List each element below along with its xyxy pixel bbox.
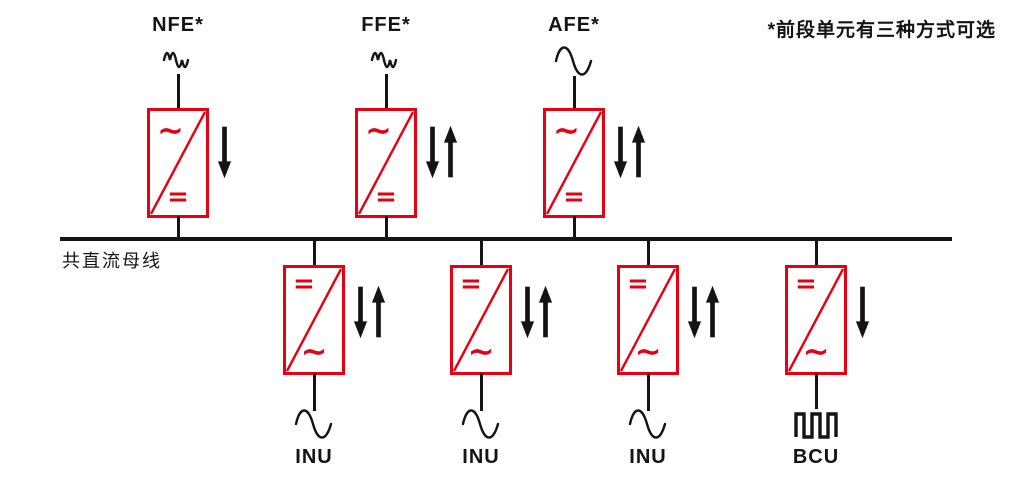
inu1-sine-wave-icon [294, 409, 333, 439]
nfe-label: NFE* [152, 14, 204, 36]
inu1-power-flow [353, 284, 386, 340]
diagonal-line [358, 111, 414, 215]
afe-source-wire [573, 76, 576, 108]
ffe-source-wire [385, 74, 388, 108]
up-arrow-icon [631, 125, 646, 178]
ac-symbol: ∼ [365, 111, 392, 149]
down-arrow-icon [353, 286, 368, 339]
inu3-sine-wave-icon [628, 409, 667, 439]
dc-symbol: = [627, 269, 649, 299]
afe-sine-wave-icon [554, 46, 593, 76]
inu3-converter-box: = ∼ [617, 265, 679, 375]
nfe-converter-box: ∼ = [147, 108, 209, 218]
ac-symbol: ∼ [802, 332, 830, 370]
ffe-power-flow [425, 124, 458, 180]
diagonal-line [620, 268, 676, 372]
ac-symbol: ∼ [553, 111, 580, 149]
up-arrow-icon [705, 285, 720, 338]
diagonal-line [453, 268, 509, 372]
dc-symbol: = [795, 269, 817, 299]
ac-symbol: ∼ [634, 332, 662, 370]
nfe-source-wire [177, 74, 180, 108]
inu1-bus-wire [313, 240, 316, 265]
ac-symbol: ∼ [157, 111, 184, 149]
diagonal-line [546, 111, 602, 215]
bcu-bus-wire [815, 240, 818, 265]
footnote-text: *前段单元有三种方式可选 [767, 20, 996, 41]
ffe-distorted-wave-icon [370, 51, 398, 69]
bcu-power-flow [855, 284, 870, 340]
up-arrow-icon [538, 285, 553, 338]
ffe-label: FFE* [361, 14, 411, 36]
inu2-label: INU [462, 446, 500, 468]
afe-converter-box: ∼ = [543, 108, 605, 218]
bcu-converter-box: = ∼ [785, 265, 847, 375]
inu3-bus-wire [647, 240, 650, 265]
inu2-bus-wire [480, 240, 483, 265]
up-arrow-icon [371, 285, 386, 338]
dc-bus-label: 共直流母线 [62, 251, 162, 271]
diagonal-line [150, 111, 206, 215]
inu3-load-wire [647, 373, 650, 411]
nfe-bus-wire [177, 216, 180, 240]
dc-symbol: = [460, 269, 482, 299]
nfe-distorted-wave-icon [162, 51, 190, 69]
inu1-label: INU [295, 446, 333, 468]
ac-symbol: ∼ [300, 332, 328, 370]
inu2-sine-wave-icon [461, 409, 500, 439]
afe-bus-wire [573, 216, 576, 240]
ffe-bus-wire [385, 216, 388, 240]
down-arrow-icon [520, 286, 535, 339]
bcu-load-wire [815, 373, 818, 409]
diagonal-line [286, 268, 342, 372]
down-arrow-icon [613, 126, 628, 179]
ffe-converter-box: ∼ = [355, 108, 417, 218]
down-arrow-icon [855, 286, 870, 339]
dc-symbol: = [563, 182, 585, 212]
bcu-square-wave-icon [794, 412, 838, 439]
inu2-power-flow [520, 284, 553, 340]
nfe-power-flow [217, 124, 232, 180]
afe-power-flow [613, 124, 646, 180]
inu3-label: INU [629, 446, 667, 468]
up-arrow-icon [443, 125, 458, 178]
inu3-power-flow [687, 284, 720, 340]
down-arrow-icon [425, 126, 440, 179]
dc-symbol: = [375, 182, 397, 212]
bcu-label: BCU [792, 446, 840, 468]
ac-symbol: ∼ [467, 332, 495, 370]
diagonal-line [788, 268, 844, 372]
down-arrow-icon [217, 126, 232, 179]
inu1-converter-box: = ∼ [283, 265, 345, 375]
inu2-load-wire [480, 373, 483, 411]
inu1-load-wire [313, 373, 316, 411]
inu2-converter-box: = ∼ [450, 265, 512, 375]
afe-label: AFE* [548, 14, 600, 36]
dc-symbol: = [293, 269, 315, 299]
dc-bus-line [60, 237, 952, 241]
down-arrow-icon [687, 286, 702, 339]
dc-symbol: = [167, 182, 189, 212]
